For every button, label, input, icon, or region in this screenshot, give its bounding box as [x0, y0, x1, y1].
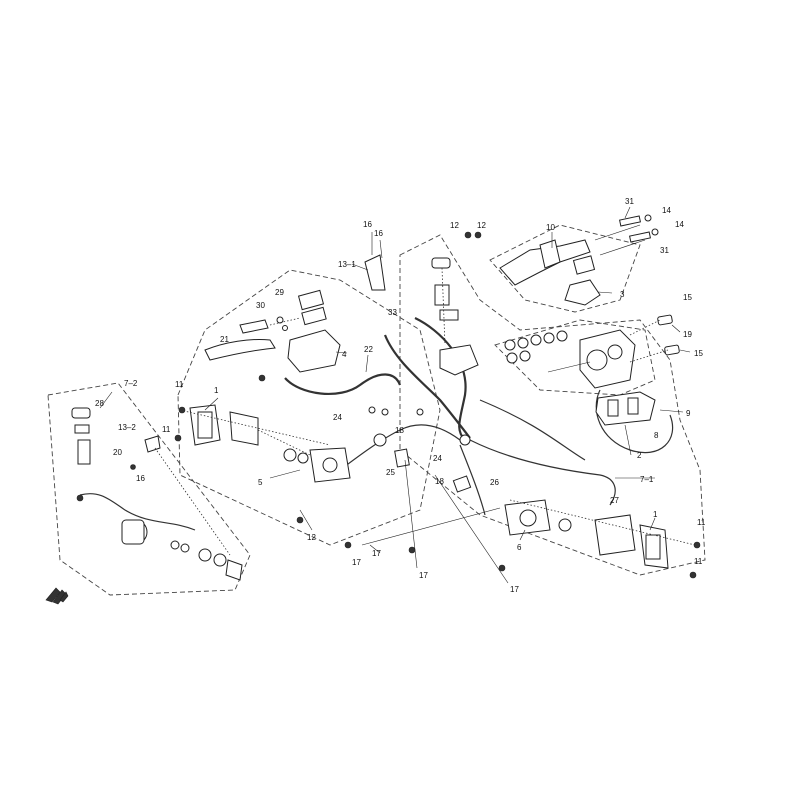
callout-3: 3 — [620, 290, 625, 299]
callout-17: 17 — [352, 558, 361, 567]
callout-18: 18 — [435, 477, 444, 486]
callout-12: 12 — [450, 221, 459, 230]
loop-brake-hose — [383, 334, 471, 439]
callout-18: 18 — [395, 426, 404, 435]
callout-labels: 16 16 13–1 12 12 10 31 14 14 31 3 15 19 … — [95, 197, 706, 594]
rear-master-hose — [79, 493, 196, 531]
callout-7-2: 7–2 — [124, 379, 138, 388]
rear-brake-line — [469, 439, 616, 506]
callout-7-1: 7–1 — [640, 475, 654, 484]
center-junction — [344, 406, 506, 572]
callout-1: 1 — [214, 386, 219, 395]
callout-22: 22 — [364, 345, 373, 354]
left-caliper-assembly — [174, 404, 351, 524]
outline-rear-master-group — [47, 382, 251, 596]
callout-5: 5 — [258, 478, 263, 487]
callout-11: 11 — [697, 518, 706, 527]
parking-brake-assembly — [499, 214, 659, 306]
callout-15: 15 — [683, 293, 692, 302]
rear-master-cylinder — [71, 407, 243, 581]
callout-11: 11 — [162, 425, 171, 434]
callout-25: 25 — [386, 468, 395, 477]
center-line-left — [339, 424, 461, 471]
callout-31: 31 — [625, 197, 634, 206]
outline-left-front-group — [177, 269, 441, 546]
callout-28: 28 — [95, 399, 104, 408]
callout-9: 9 — [686, 409, 691, 418]
callout-6: 6 — [517, 543, 522, 552]
callout-17: 17 — [510, 585, 519, 594]
callout-2: 2 — [637, 451, 642, 460]
front-master-cylinder — [204, 289, 341, 382]
callout-24: 24 — [333, 413, 342, 422]
callout-17: 17 — [419, 571, 428, 580]
front-brake-hose — [284, 373, 402, 396]
callout-1: 1 — [653, 510, 658, 519]
callout-21: 21 — [220, 335, 229, 344]
callout-11: 11 — [694, 557, 703, 566]
right-brake-line — [479, 399, 586, 461]
callout-19: 19 — [683, 330, 692, 339]
callout-17: 17 — [372, 549, 381, 558]
outline-right-caliper-group — [494, 319, 656, 396]
callout-14: 14 — [662, 206, 671, 215]
callout-27: 27 — [610, 496, 619, 505]
callout-12: 12 — [307, 533, 316, 542]
brake-pad-bracket — [595, 391, 656, 426]
logo-mark — [45, 587, 69, 605]
callout-30: 30 — [256, 301, 265, 310]
callout-16: 16 — [363, 220, 372, 229]
callout-20: 20 — [113, 448, 122, 457]
callout-33: 33 — [388, 308, 397, 317]
right-caliper-assembly — [504, 314, 680, 389]
main-brake-hose — [414, 317, 467, 441]
callout-10: 10 — [546, 223, 555, 232]
right-rear-caliper — [504, 499, 701, 579]
callout-12: 12 — [477, 221, 486, 230]
reservoir-assembly — [364, 231, 482, 376]
callout-31: 31 — [660, 246, 669, 255]
callout-29: 29 — [275, 288, 284, 297]
callout-4: 4 — [342, 350, 347, 359]
callout-24: 24 — [433, 454, 442, 463]
callout-14: 14 — [675, 220, 684, 229]
callout-16: 16 — [136, 474, 145, 483]
callout-8: 8 — [654, 431, 659, 440]
callout-13-1: 13–1 — [338, 260, 356, 269]
leader-lines — [99, 206, 691, 584]
callout-26: 26 — [490, 478, 499, 487]
callout-15: 15 — [694, 349, 703, 358]
outline-main-center-group — [399, 234, 706, 576]
callout-16: 16 — [374, 229, 383, 238]
outline-parking-brake-group — [489, 224, 641, 313]
callout-11: 11 — [175, 380, 184, 389]
callout-13-2: 13–2 — [118, 423, 136, 432]
center-line-down — [459, 444, 486, 516]
